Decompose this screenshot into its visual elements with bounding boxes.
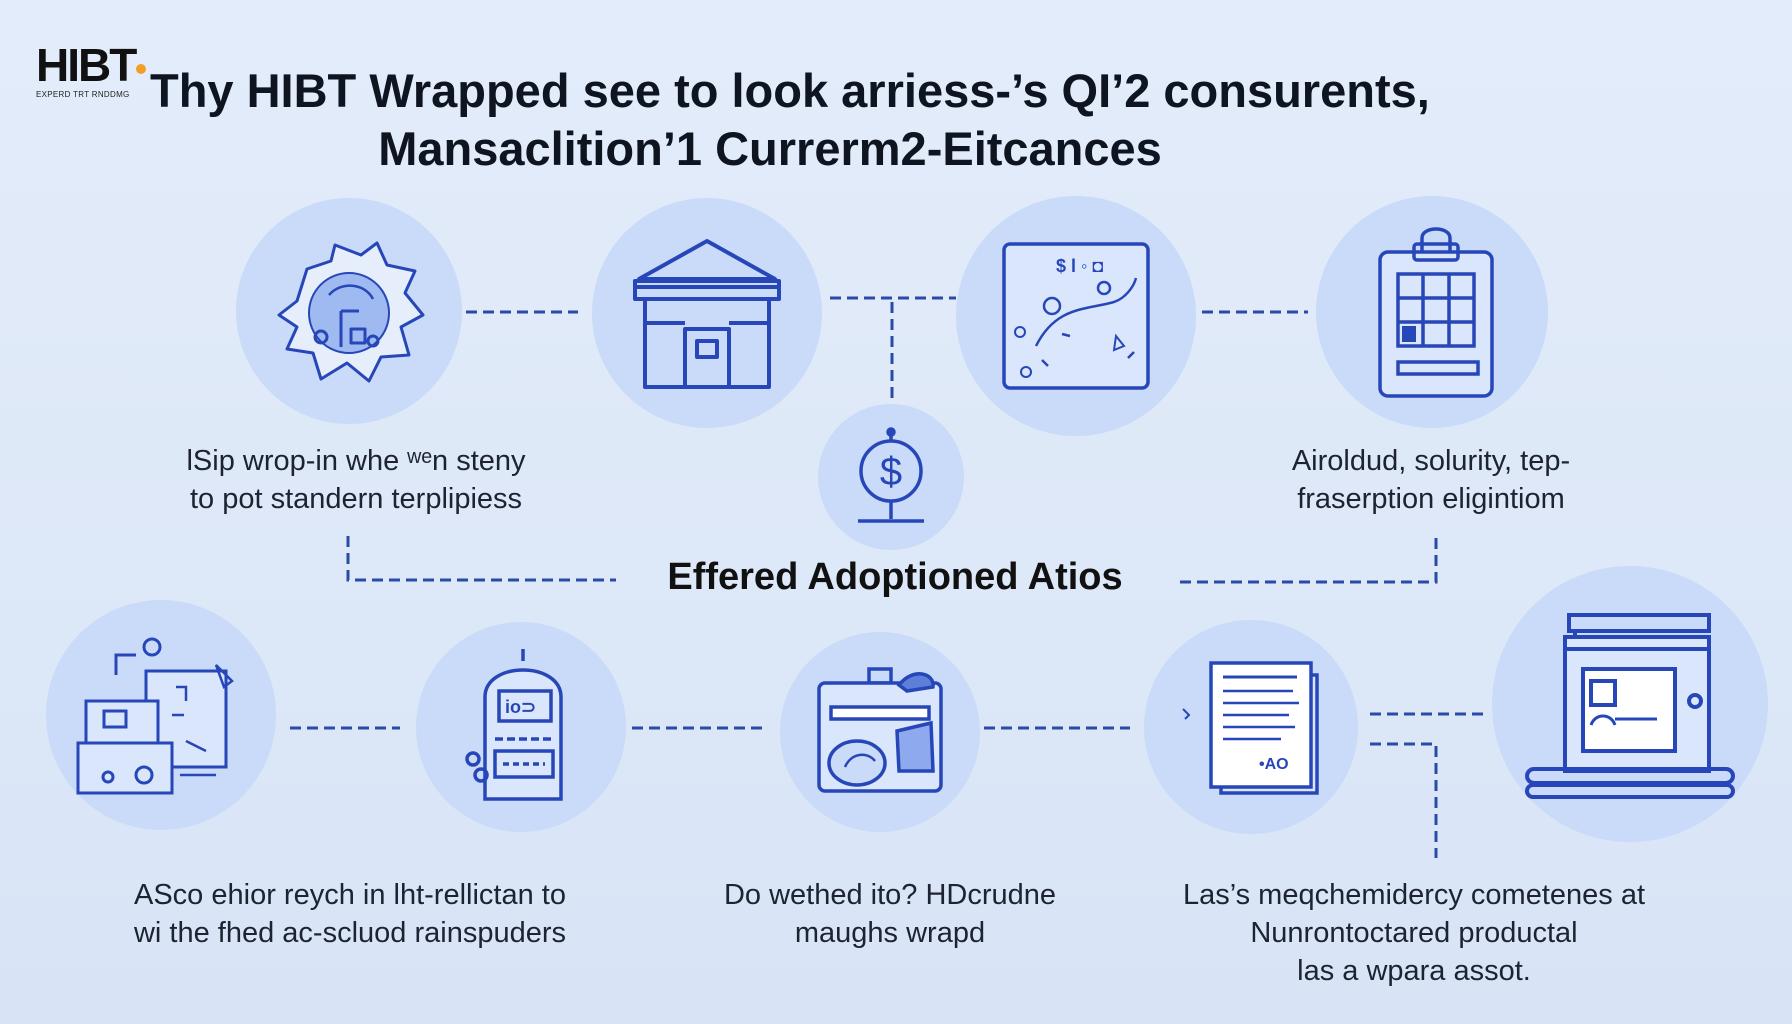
caption-bottom-right-line-3: las a wpara assot.	[1297, 955, 1531, 987]
connector-left-bracket	[346, 536, 616, 582]
caption-top-right-line-2: fraserption eligintiom	[1297, 483, 1565, 515]
secure-clipboard-icon	[1378, 227, 1494, 398]
title-line-1: Thy HIBT Wrapped see to look arriess-’s …	[150, 64, 1430, 117]
network-breach-icon	[277, 241, 425, 383]
svg-text:$: $	[880, 450, 902, 494]
caption-top-left-line-1: lSip wrop-in whe ʷᵉn steny	[186, 445, 526, 477]
caption-bottom-right-line-2: Nunrontoctared productal	[1250, 917, 1578, 949]
title-line-2: Mansaclition’1 Currerm2-Eitcances	[378, 122, 1162, 175]
circle-folder-network	[46, 600, 276, 830]
caption-top-left-line-2: to pot standern terplipiess	[189, 483, 523, 515]
circle-secure-clipboard	[1316, 196, 1548, 428]
center-section-label: Effered Adoptioned Atios	[667, 556, 1123, 598]
wallet-icon	[817, 667, 943, 793]
dashboard-text: $ l ◦ ◘	[1056, 256, 1103, 276]
secure-badge-icon: io⊃	[465, 649, 563, 801]
circle-vault	[592, 198, 822, 428]
caption-bottom-left-line-1: ASco ehior reych in lht-rellictan to	[134, 879, 566, 911]
badge-text: io⊃	[505, 697, 536, 717]
connector-right-bracket	[1180, 536, 1438, 584]
logo-subtitle: EXPERD TRT RNDDMG	[36, 90, 130, 99]
logo-dot	[136, 63, 147, 74]
caption-top-left: lSip wrop-in whe ʷᵉn steny to pot stande…	[132, 442, 580, 518]
caption-top-right-line-1: Airoldud, solurity, tep-	[1291, 445, 1571, 477]
document-icon: •AO	[1182, 661, 1319, 795]
circle-document: •AO	[1144, 620, 1358, 834]
caption-top-right: Airoldud, solurity, tep- fraserption eli…	[1226, 442, 1636, 518]
circle-secure-terminal	[1492, 566, 1768, 842]
market-dashboard-icon: $ l ◦ ◘	[1002, 242, 1150, 390]
circle-wallet	[780, 632, 980, 832]
circle-secure-badge: io⊃	[416, 622, 626, 832]
caption-bottom-middle: Do wethed ito? HDcrudne maughs wrapd	[690, 876, 1090, 952]
circle-currency: $	[818, 404, 964, 550]
dollar-coin-icon: $	[858, 427, 924, 523]
caption-bottom-middle-line-1: Do wethed ito? HDcrudne	[723, 879, 1057, 911]
logo-text: HIBT	[36, 42, 147, 88]
page-title: Thy HIBT Wrapped see to look arriess-’s …	[150, 62, 1430, 178]
caption-bottom-right: Las’s meqchemidercy cometenes at Nunront…	[1164, 876, 1664, 990]
caption-bottom-middle-line-2: maughs wrapd	[794, 917, 986, 949]
logo: HIBT EXPERD TRT RNDDMG	[36, 42, 147, 99]
secure-terminal-icon	[1525, 613, 1735, 799]
caption-bottom-left: ASco ehior reych in lht-rellictan to wi …	[92, 876, 608, 952]
caption-bottom-right-line-1: Las’s meqchemidercy cometenes at	[1182, 879, 1646, 911]
circle-network-breach	[236, 198, 462, 424]
vault-building-icon	[633, 239, 781, 389]
folder-network-icon	[76, 637, 234, 795]
document-text: •AO	[1259, 756, 1289, 773]
caption-bottom-left-line-2: wi the fhed ac-scluod rainspuders	[133, 917, 566, 949]
circle-market-dashboard: $ l ◦ ◘	[956, 196, 1196, 436]
connector-bottom-5	[1370, 742, 1438, 858]
